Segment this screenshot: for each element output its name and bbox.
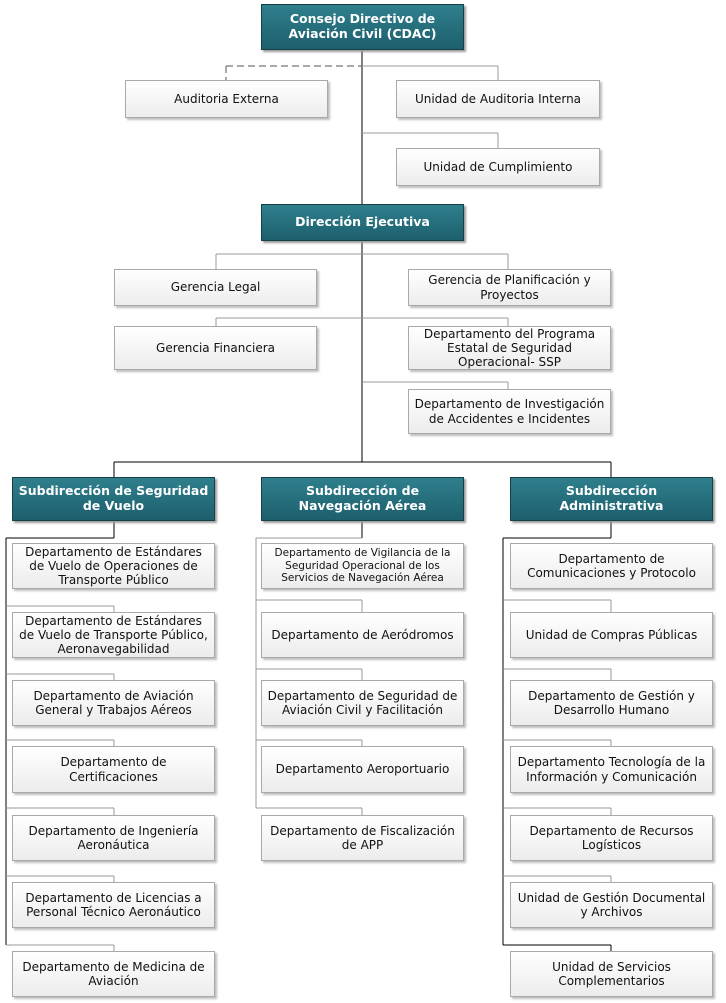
navegacion-unit-box: Departamento de Aeródromos	[261, 612, 464, 658]
seguridad-unit-box: Departamento de Estándares de Vuelo de T…	[12, 612, 215, 658]
gerencia-financiera-box: Gerencia Financiera	[114, 326, 317, 370]
seguridad-unit-box: Departamento de Certificaciones	[12, 746, 215, 793]
seguridad-unit-box: Departamento de Ingeniería Aeronáutica	[12, 815, 215, 861]
subdireccion-administrativa-box: Subdirección Administrativa	[510, 477, 713, 521]
administrativa-unit-box: Unidad de Servicios Complementarios	[510, 951, 713, 997]
navegacion-unit-box: Departamento de Seguridad de Aviación Ci…	[261, 680, 464, 726]
ssp-box: Departamento del Programa Estatal de Seg…	[408, 326, 611, 370]
cdac-box: Consejo Directivo de Aviación Civil (CDA…	[261, 4, 464, 50]
subdireccion-navegacion-box: Subdirección de Navegación Aérea	[261, 477, 464, 521]
seguridad-unit-box: Departamento de Medicina de Aviación	[12, 951, 215, 997]
cumplimiento-box: Unidad de Cumplimiento	[396, 148, 600, 186]
navegacion-unit-box: Departamento Aeroportuario	[261, 746, 464, 793]
auditoria-externa-box: Auditoria Externa	[125, 80, 328, 118]
gerencia-planificacion-box: Gerencia de Planificación y Proyectos	[408, 269, 611, 306]
administrativa-unit-box: Departamento de Recursos Logísticos	[510, 815, 713, 861]
seguridad-unit-box: Departamento de Licencias a Personal Téc…	[12, 882, 215, 928]
administrativa-unit-box: Departamento Tecnología de la Informació…	[510, 746, 713, 793]
gerencia-legal-box: Gerencia Legal	[114, 269, 317, 306]
navegacion-unit-box: Departamento de Vigilancia de la Segurid…	[261, 543, 464, 589]
administrativa-unit-box: Unidad de Gestión Documental y Archivos	[510, 882, 713, 928]
auditoria-interna-box: Unidad de Auditoria Interna	[396, 80, 600, 118]
seguridad-unit-box: Departamento de Aviación General y Traba…	[12, 680, 215, 726]
navegacion-unit-box: Departamento de Fiscalización de APP	[261, 815, 464, 861]
administrativa-unit-box: Departamento de Comunicaciones y Protoco…	[510, 543, 713, 589]
subdireccion-seguridad-box: Subdirección de Seguridad de Vuelo	[12, 477, 215, 521]
seguridad-unit-box: Departamento de Estándares de Vuelo de O…	[12, 543, 215, 589]
investigacion-box: Departamento de Investigación de Acciden…	[408, 389, 611, 434]
administrativa-unit-box: Departamento de Gestión y Desarrollo Hum…	[510, 680, 713, 726]
direccion-ejecutiva-box: Dirección Ejecutiva	[261, 204, 464, 241]
administrativa-unit-box: Unidad de Compras Públicas	[510, 612, 713, 658]
